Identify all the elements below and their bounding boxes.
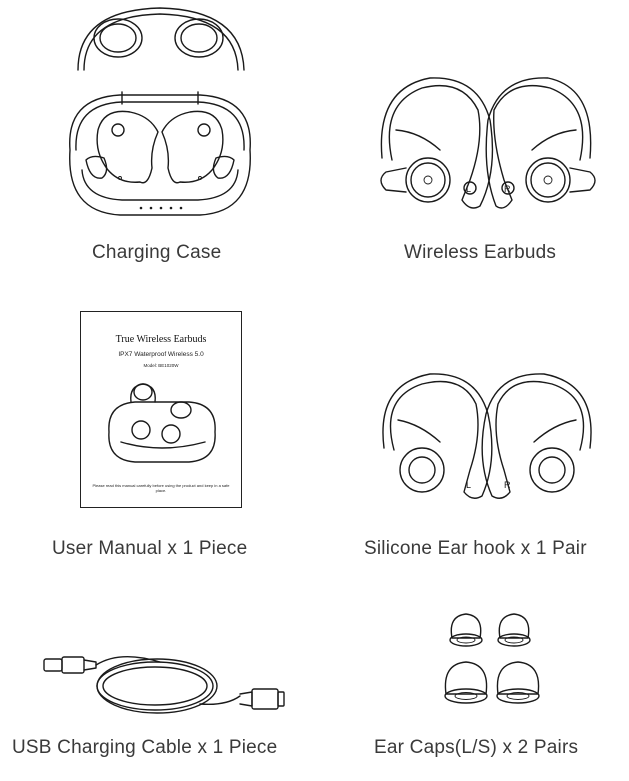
right-hook-letter: R	[504, 480, 511, 490]
user-manual-booklet: True Wireless Earbuds IPX7 Waterproof Wi…	[80, 311, 242, 508]
right-earbud-letter: R	[504, 184, 511, 194]
ear-cap-large-left	[445, 662, 487, 703]
silicone-ear-hook-caption: Silicone Ear hook x 1 Pair	[364, 538, 587, 559]
left-earbud-letter: L	[466, 184, 471, 194]
ear-cap-small-right	[498, 614, 530, 646]
wireless-earbuds-caption: Wireless Earbuds	[404, 242, 557, 263]
ear-caps-caption: Ear Caps(L/S) x 2 Pairs	[374, 737, 579, 758]
charging-case-caption: Charging Case	[92, 242, 222, 263]
user-manual-caption: User Manual x 1 Piece	[52, 538, 248, 559]
left-hook-letter: L	[466, 480, 471, 490]
ear-cap-small-left	[450, 614, 482, 646]
manual-note: Please read this manual carefully before…	[92, 483, 230, 493]
usb-cable-caption: USB Charging Cable x 1 Piece	[12, 737, 278, 758]
manual-cover-illustration	[81, 312, 243, 509]
manual-title: True Wireless Earbuds	[115, 334, 207, 345]
ear-cap-large-right	[497, 662, 539, 703]
manual-model: Model: BE1020W	[143, 363, 179, 368]
manual-subtitle: IPX7 Waterproof Wireless 5.0	[118, 351, 204, 358]
